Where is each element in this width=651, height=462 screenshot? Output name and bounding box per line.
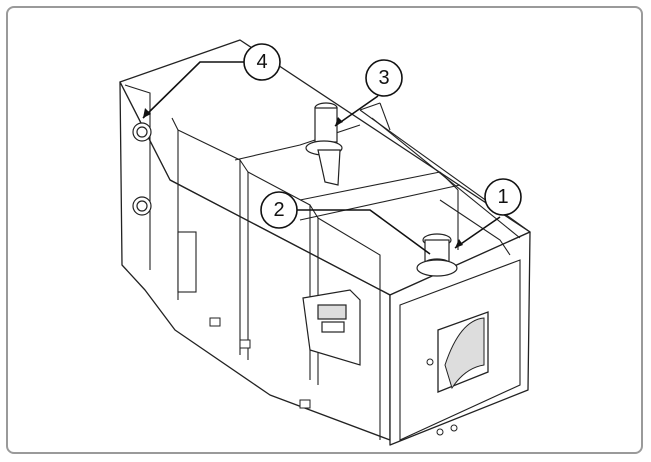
access-panel	[177, 231, 197, 293]
cabinet-feet	[209, 317, 458, 436]
front-window	[399, 259, 521, 441]
side-connectors	[132, 122, 152, 216]
vent-pipe-front	[416, 233, 458, 277]
callout-4-label: 4	[256, 51, 267, 73]
callout-3-label: 3	[378, 67, 389, 89]
leader-arrowheads	[143, 108, 463, 248]
control-box	[302, 289, 361, 366]
callout-2: 2	[260, 191, 298, 229]
callout-4: 4	[243, 43, 281, 81]
vent-pipe-rear	[305, 102, 343, 186]
callout-3: 3	[365, 59, 403, 97]
callout-2-label: 2	[273, 199, 284, 221]
callout-1: 1	[484, 178, 522, 216]
callout-1-label: 1	[497, 186, 508, 208]
top-frame-rails	[234, 102, 531, 256]
leader-lines	[142, 61, 501, 255]
